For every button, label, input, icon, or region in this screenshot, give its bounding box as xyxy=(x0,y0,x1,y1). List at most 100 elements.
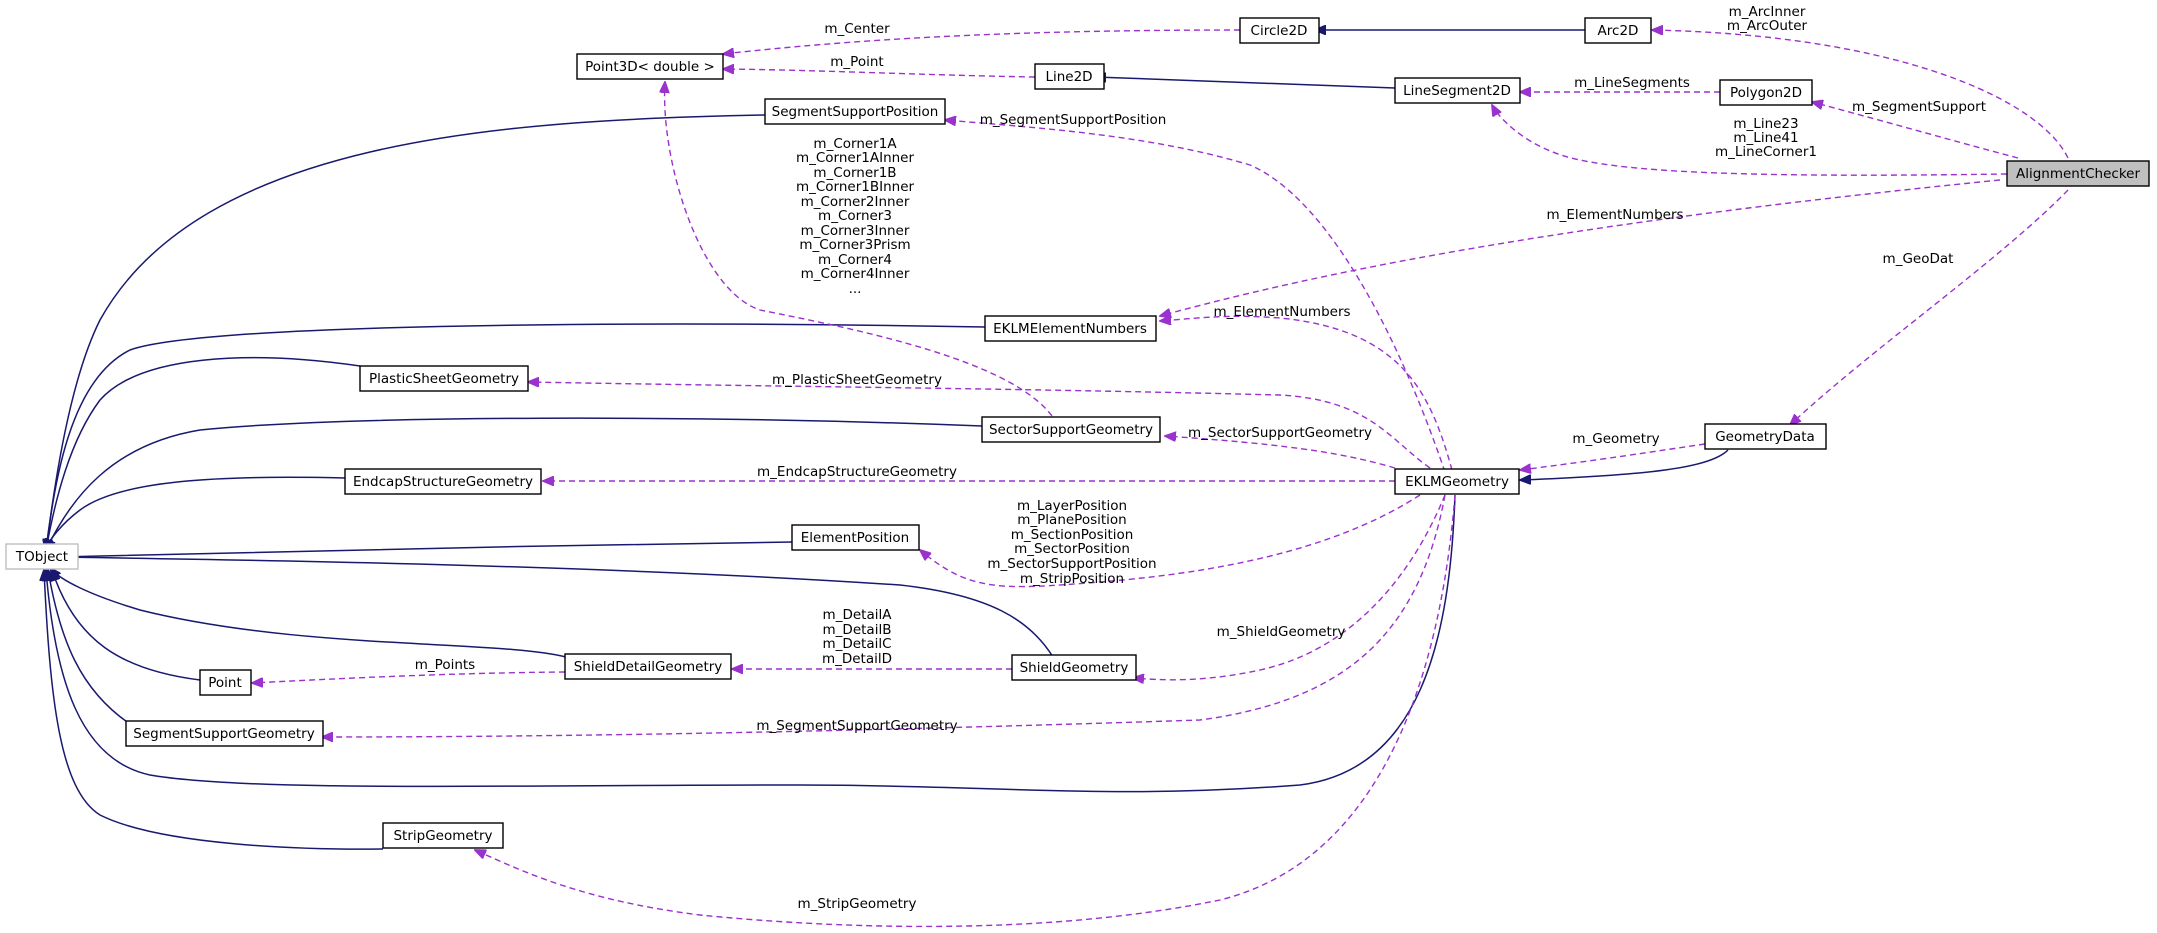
node-point[interactable]: Point xyxy=(199,669,252,696)
edge-geometrydata-eklmgeometry xyxy=(1520,443,1706,470)
label-center: m_Center xyxy=(824,21,890,37)
svg-text:SegmentSupportGeometry: SegmentSupportGeometry xyxy=(133,726,314,742)
edge-eklmgeometry-elementposition xyxy=(920,494,1421,588)
edge-eklmelementnumbers-tobject xyxy=(46,323,986,550)
node-line2d[interactable]: Line2D xyxy=(1034,63,1105,90)
edge-endcapstructuregeometry-tobject xyxy=(44,476,346,550)
label-segment-support-position: m_SegmentSupportPosition xyxy=(980,112,1167,128)
edge-eklmgeometry-eklmelementnumbers xyxy=(1160,316,1453,471)
usage-edges xyxy=(252,29,2069,928)
edge-shielddetailgeometry-tobject xyxy=(50,568,567,658)
node-endcap-structure-geometry[interactable]: EndcapStructureGeometry xyxy=(344,468,542,495)
edge-segmentsupportgeometry-tobject xyxy=(48,570,131,725)
edge-geometrydata-eklmgeometry xyxy=(1520,449,1729,480)
node-sector-support-geometry[interactable]: SectorSupportGeometry xyxy=(981,416,1161,443)
node-polygon2d[interactable]: Polygon2D xyxy=(1719,79,1813,106)
node-strip-geometry[interactable]: StripGeometry xyxy=(382,822,504,849)
label-line-corner1: m_LineCorner1 xyxy=(1715,144,1817,160)
edge-eklmgeometry-segmentsupportposition xyxy=(945,120,1446,473)
svg-text:GeometryData: GeometryData xyxy=(1715,429,1815,445)
label-line23: m_Line23 xyxy=(1733,116,1798,132)
node-alignment-checker[interactable]: AlignmentChecker xyxy=(2006,160,2150,187)
node-eklm-element-numbers[interactable]: EKLMElementNumbers xyxy=(984,315,1157,342)
edge-shieldgeometry-tobject xyxy=(58,557,1054,658)
svg-text:EndcapStructureGeometry: EndcapStructureGeometry xyxy=(353,474,533,490)
node-tobject[interactable]: TObject xyxy=(5,543,79,570)
edge-checker-arc2d xyxy=(1652,30,2069,159)
node-point3d[interactable]: Point3D< double > xyxy=(576,53,724,80)
node-element-position[interactable]: ElementPosition xyxy=(791,524,920,551)
label-position-3: m_SectorPosition xyxy=(1014,541,1130,557)
node-segment-support-position[interactable]: SegmentSupportPosition xyxy=(764,98,946,125)
edge-sectorsupportgeometry-tobject xyxy=(46,417,983,550)
edge-stripgeometry-tobject xyxy=(44,570,384,850)
node-segment-support-geometry[interactable]: SegmentSupportGeometry xyxy=(125,720,324,747)
node-geometry-data[interactable]: GeometryData xyxy=(1704,423,1827,450)
edge-line2d-point3d xyxy=(723,69,1036,78)
edge-eklmgeometry-stripgeometry xyxy=(475,494,1456,928)
node-line-segment2d[interactable]: LineSegment2D xyxy=(1394,77,1521,104)
svg-text:TObject: TObject xyxy=(15,549,68,565)
label-geometry: m_Geometry xyxy=(1572,431,1659,447)
node-arc2d[interactable]: Arc2D xyxy=(1584,17,1652,44)
edge-segmentsupportposition-tobject xyxy=(46,114,766,550)
label-element-numbers-checker: m_ElementNumbers xyxy=(1546,207,1683,223)
label-corner-ellipsis: ... xyxy=(849,281,862,297)
label-corner-0: m_Corner1A xyxy=(813,136,897,152)
edge-eklmgeometry-sectorsupportgeometry xyxy=(1165,436,1396,469)
label-plastic-sheet-geometry: m_PlasticSheetGeometry xyxy=(772,372,942,388)
svg-text:Polygon2D: Polygon2D xyxy=(1730,85,1802,101)
node-shield-geometry[interactable]: ShieldGeometry xyxy=(1011,654,1137,681)
label-corner-1: m_Corner1AInner xyxy=(796,150,915,166)
node-shield-detail-geometry[interactable]: ShieldDetailGeometry xyxy=(564,653,732,680)
label-corner-5: m_Corner3 xyxy=(818,208,892,224)
svg-text:SegmentSupportPosition: SegmentSupportPosition xyxy=(772,104,939,120)
label-line41: m_Line41 xyxy=(1733,130,1798,146)
edge-elementposition-tobject xyxy=(58,541,793,557)
label-position-5: m_StripPosition xyxy=(1020,571,1124,587)
label-endcap-structure-geometry: m_EndcapStructureGeometry xyxy=(757,464,957,480)
svg-text:ShieldGeometry: ShieldGeometry xyxy=(1020,660,1129,676)
edge-plasticsheetgeometry-tobject xyxy=(46,356,361,550)
edge-eklmgeometry-tobject xyxy=(46,494,1456,793)
edge-eklmgeometry-shieldgeometry xyxy=(1133,494,1446,680)
svg-text:ElementPosition: ElementPosition xyxy=(801,530,909,546)
inheritance-edges xyxy=(44,30,1729,850)
svg-text:SectorSupportGeometry: SectorSupportGeometry xyxy=(989,422,1153,438)
label-detail-b: m_DetailB xyxy=(823,622,892,638)
label-point: m_Point xyxy=(830,54,883,70)
edge-checker-eklmelementnumbers xyxy=(1160,179,2001,316)
label-position-1: m_PlanePosition xyxy=(1017,512,1127,528)
node-eklm-geometry[interactable]: EKLMGeometry xyxy=(1394,468,1520,495)
edge-circle2d-point3d xyxy=(723,29,1241,54)
svg-text:LineSegment2D: LineSegment2D xyxy=(1403,83,1511,99)
label-shield-geometry: m_ShieldGeometry xyxy=(1217,624,1346,640)
class-nodes: AlignmentChecker Arc2D Circle2D Point3D<… xyxy=(5,17,2150,849)
label-segment-support: m_SegmentSupport xyxy=(1852,99,1986,115)
svg-text:EKLMElementNumbers: EKLMElementNumbers xyxy=(993,321,1147,337)
edge-sectorsupportgeometry-point3d xyxy=(665,82,1053,417)
label-corner-3: m_Corner1BInner xyxy=(796,179,915,195)
label-corner-9: m_Corner4Inner xyxy=(801,266,910,282)
label-corner-7: m_Corner3Prism xyxy=(799,237,910,253)
svg-text:Circle2D: Circle2D xyxy=(1251,23,1308,39)
label-corner-8: m_Corner4 xyxy=(818,252,892,268)
label-arc-inner: m_ArcInner xyxy=(1729,4,1806,20)
label-corner-2: m_Corner1B xyxy=(813,165,896,181)
svg-text:PlasticSheetGeometry: PlasticSheetGeometry xyxy=(369,371,519,387)
edge-linesegment2d-line2d xyxy=(1095,77,1396,89)
label-position-2: m_SectionPosition xyxy=(1011,527,1134,543)
edge-checker-geometrydata xyxy=(1790,189,2069,425)
label-strip-geometry: m_StripGeometry xyxy=(798,896,917,912)
svg-text:Point: Point xyxy=(208,675,242,691)
svg-text:StripGeometry: StripGeometry xyxy=(393,828,492,844)
edge-labels: m_ArcInner m_ArcOuter m_Center m_Point m… xyxy=(415,4,1986,912)
svg-text:EKLMGeometry: EKLMGeometry xyxy=(1405,474,1509,490)
label-points: m_Points xyxy=(415,657,475,673)
edge-eklmgeometry-plasticsheetgeometry xyxy=(528,382,1431,469)
node-circle2d[interactable]: Circle2D xyxy=(1239,17,1320,44)
label-geo-dat: m_GeoDat xyxy=(1883,251,1954,267)
svg-text:Point3D< double >: Point3D< double > xyxy=(585,59,715,75)
node-plastic-sheet-geometry[interactable]: PlasticSheetGeometry xyxy=(359,365,529,392)
